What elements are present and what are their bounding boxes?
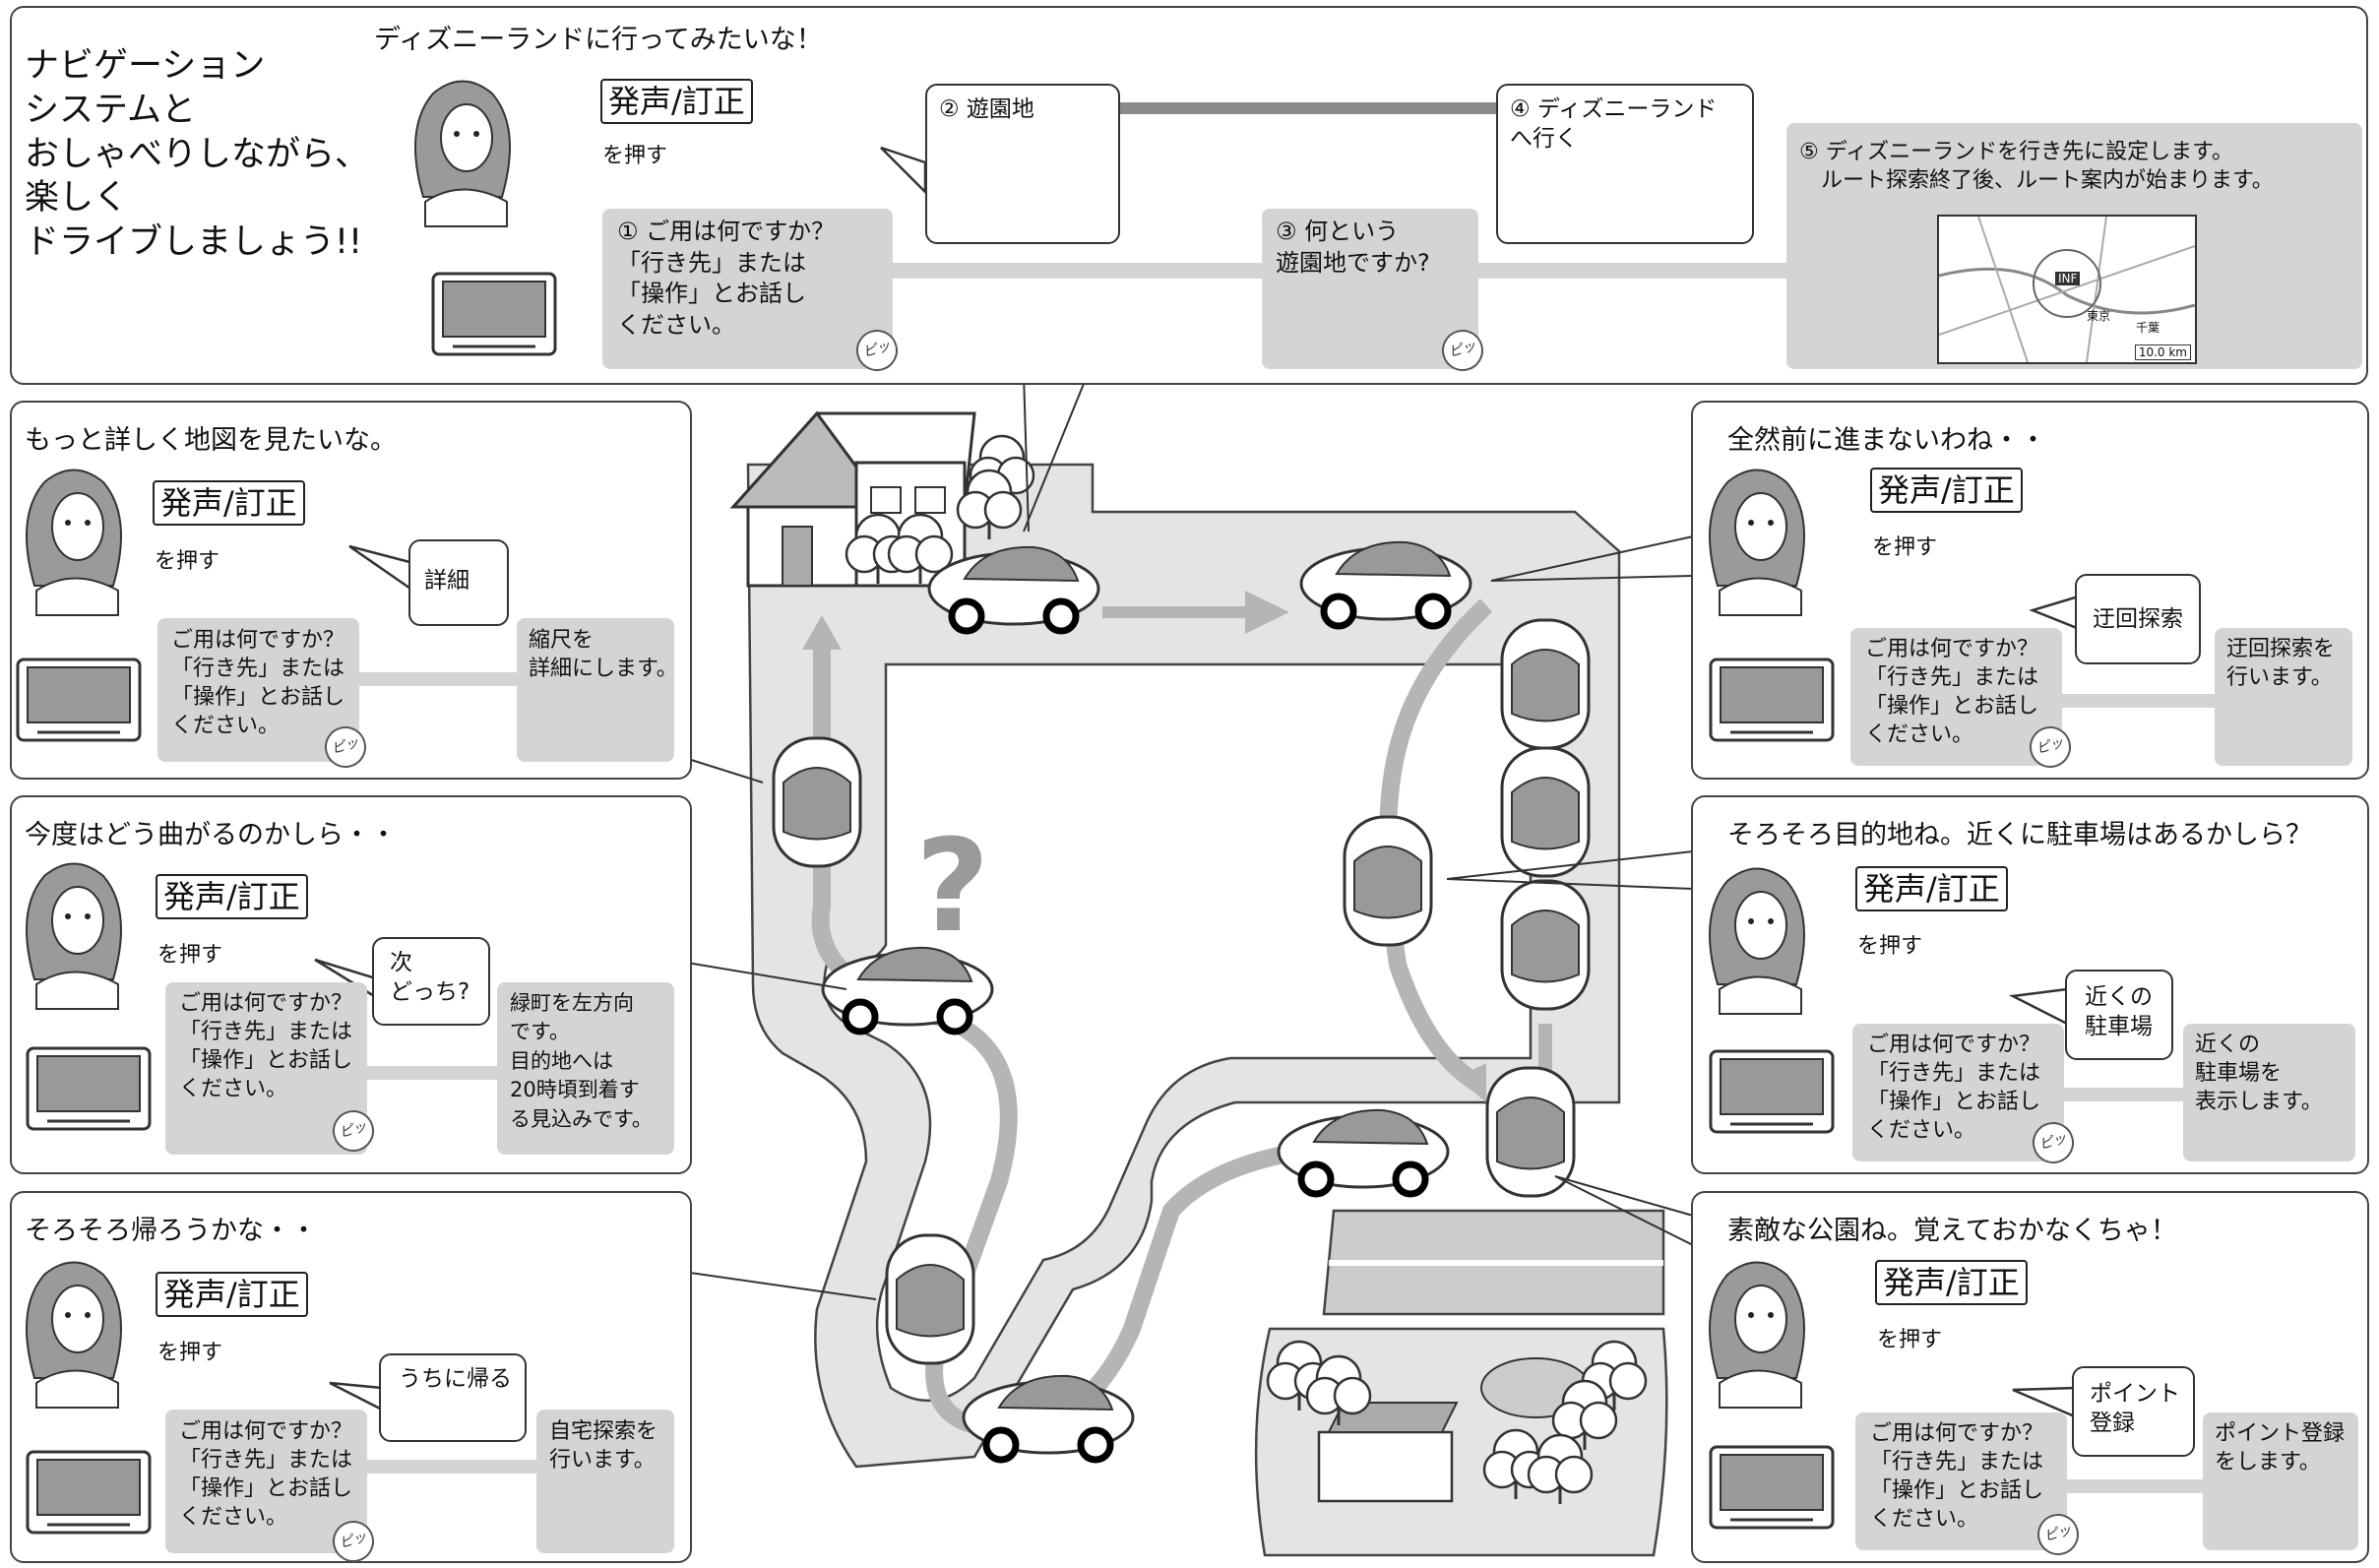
prompt-text: ご用は何ですか？ 「行き先」または 「操作」とお話し ください。 [179,1419,353,1531]
route-map-screen: INF 10.0 km 千葉 東京 [1937,215,2197,364]
arrow-icon [1457,1063,1486,1102]
response-box [536,1410,674,1553]
step1-text: ① ご用は何ですか？ 「行き先」または 「操作」とお話し ください。 [617,218,836,340]
map-place-label: 東京 [2087,309,2111,323]
speech-bubble: 詳細 [408,539,509,626]
response-text: 迂回探索を 行います。 [2226,637,2336,691]
speech-bubble: ポイント 登録 [2072,1366,2195,1457]
map-illustration [1938,216,2196,363]
speak-button[interactable]: 発声/訂正 [156,1272,308,1318]
speak-button[interactable]: 発声/訂正 [1870,468,2023,514]
prompt-text: ご用は何ですか？ 「行き先」または 「操作」とお話し ください。 [1870,1421,2044,1533]
response-text: 緑町を左方向 です。 目的地へは 20時頃到着す る見込みです。 [510,991,653,1131]
prompt-text: ご用は何ですか？ 「行き先」または 「操作」とお話し ください。 [1865,637,2039,748]
response-box [517,618,674,762]
prompt-text: ご用は何ですか？ 「行き先」または 「操作」とお話し ください。 [171,628,345,739]
press-label: を押す [602,144,668,168]
response-text: 近くの 駐車場を 表示します。 [2195,1033,2323,1115]
press-label: を押す [157,943,223,968]
thought-text: そろそろ目的地ね。近くに駐車場はあるかしら？ [1727,820,2312,850]
response-box [497,982,674,1155]
speak-button[interactable]: 発声/訂正 [1855,866,2008,912]
step5-text: ⑤ ディズニーランドを行き先に設定します。 ルート探索終了後、ルート案内が始まり… [1799,140,2274,194]
step4-bubble: ④ ディズニーランド へ行く [1496,84,1754,244]
speak-button[interactable]: 発声/訂正 [600,79,753,125]
intro-text: ナビゲーション システムと おしゃべりしながら、 楽しく ドライブしましょう!! [25,46,370,263]
prompt-box [1852,1024,2064,1161]
arrow-icon [802,615,842,650]
step3-text: ③ 何という 遊園地ですか? [1276,218,1430,277]
top-thought: ディズニーランドに行ってみたいな！ [374,25,823,55]
prompt-box [1855,1412,2067,1550]
question-mark-icon: ? [915,811,989,961]
response-box [2203,1412,2358,1550]
prompt-text: ご用は何ですか？ 「行き先」または 「操作」とお話し ください。 [1867,1033,2041,1144]
prompt-text: ご用は何ですか？ 「行き先」または 「操作」とお話し ください。 [179,991,353,1102]
speech-bubble: 次 どっち? [372,937,490,1026]
speech-bubble: 近くの 駐車場 [2065,970,2173,1060]
thought-text: 全然前に進まないわね・・ [1727,425,2046,456]
speak-button[interactable]: 発声/訂正 [1875,1260,2028,1306]
speech-bubble: うちに帰る [379,1353,527,1442]
response-text: ポイント登録 をします。 [2215,1421,2346,1475]
press-label: を押す [157,1341,223,1365]
map-scale-label: 10.0 km [2134,345,2191,360]
thought-text: もっと詳しく地図を見たいな。 [25,425,397,456]
arrow-icon [1245,591,1289,634]
prompt-box [1850,628,2062,766]
thought-text: そろそろ帰ろうかな・・ [25,1216,317,1246]
response-box [2183,1024,2355,1161]
press-label: を押す [155,549,220,574]
press-label: を押す [1857,934,1923,959]
step1-box [602,209,893,369]
thought-text: 素敵な公園ね。覚えておかなくちゃ！ [1727,1216,2177,1246]
response-text: 自宅探索を 行います。 [549,1419,658,1474]
thought-text: 今度はどう曲がるのかしら・・ [25,820,397,850]
parking-lot-icon [1322,1209,1665,1316]
prompt-box [165,1410,367,1553]
press-label: を押す [1877,1328,1943,1352]
response-text: 縮尺を 詳細にします。 [529,628,678,682]
speak-button[interactable]: 発声/訂正 [156,874,308,920]
step2-bubble: ② 遊園地 [925,84,1120,244]
speak-button[interactable]: 発声/訂正 [153,480,305,527]
map-place-label: 千葉 [2136,321,2160,335]
map-inf-label: INF [2055,272,2081,285]
top-figures [414,80,1791,356]
press-label: を押す [1872,535,1938,560]
speech-bubble: 迂回探索 [2075,574,2201,664]
response-box [2215,628,2352,766]
